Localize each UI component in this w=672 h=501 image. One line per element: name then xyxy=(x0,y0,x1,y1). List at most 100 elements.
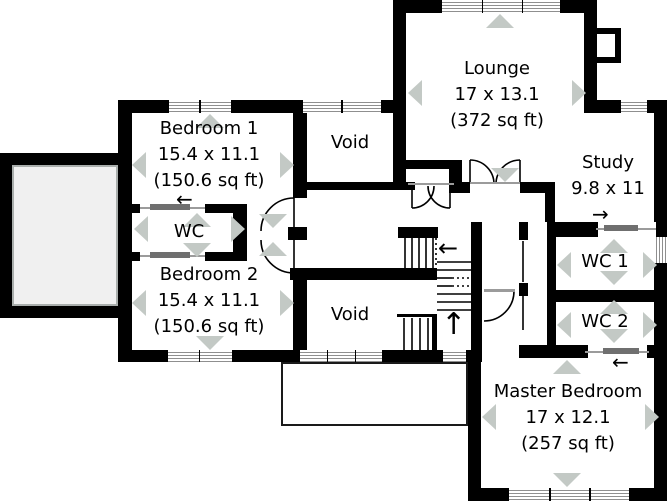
marker-right-triangle[interactable] xyxy=(645,404,659,430)
marker-up-triangle[interactable] xyxy=(600,300,628,314)
sliding-door-rail xyxy=(470,182,520,184)
marker-up-triangle[interactable] xyxy=(486,14,514,28)
window xyxy=(621,100,647,113)
marker-right-triangle[interactable] xyxy=(643,252,657,278)
marker-down-triangle[interactable] xyxy=(259,214,287,228)
wall-segment xyxy=(0,153,130,165)
marker-down-triangle[interactable] xyxy=(553,473,581,487)
marker-right-triangle[interactable] xyxy=(280,152,294,178)
room-label-master-bedroom: Master Bedroom 17 x 12.1 (257 sq ft) xyxy=(468,379,668,457)
room-dimensions: 15.4 x 11.1 xyxy=(157,290,261,311)
wall-segment xyxy=(393,13,406,190)
deck-outline xyxy=(281,362,468,426)
marker-left-triangle[interactable] xyxy=(132,152,146,178)
room-label-bedroom-1: Bedroom 1 15.4 x 11.1 (150.6 sq ft) xyxy=(119,116,299,194)
window xyxy=(169,100,199,113)
marker-up-triangle[interactable] xyxy=(259,242,287,256)
wall-segment xyxy=(0,153,12,318)
window xyxy=(443,350,466,362)
room-dimensions: 17 x 13.1 xyxy=(454,84,540,105)
room-label-void-upper: Void xyxy=(302,130,398,156)
stairs-up-direction-arrow: ↑ xyxy=(441,307,467,342)
window xyxy=(200,350,232,362)
sliding-door-panel xyxy=(150,252,190,258)
room-label-wc-1: WC 1 xyxy=(558,249,652,275)
door-swing-arc xyxy=(427,185,451,209)
window xyxy=(591,488,629,501)
marker-left-triangle[interactable] xyxy=(557,252,571,278)
marker-down-triangle[interactable] xyxy=(600,329,628,343)
wall-segment xyxy=(519,283,528,296)
marker-up-triangle[interactable] xyxy=(600,239,628,253)
wall-segment xyxy=(449,160,462,182)
window xyxy=(343,100,381,113)
room-area: (150.6 sq ft) xyxy=(153,170,265,191)
wall-segment xyxy=(288,227,307,240)
wall-segment xyxy=(397,314,437,317)
marker-left-triangle[interactable] xyxy=(482,404,496,430)
window xyxy=(509,488,549,501)
marker-right-triangle[interactable] xyxy=(572,80,586,106)
marker-right-triangle[interactable] xyxy=(643,312,657,338)
window xyxy=(303,100,341,113)
wall-segment xyxy=(293,113,307,198)
window xyxy=(551,488,589,501)
sliding-door-rail xyxy=(408,183,454,185)
room-name: Void xyxy=(330,304,370,325)
marker-left-triangle[interactable] xyxy=(132,290,146,316)
marker-left-triangle[interactable] xyxy=(557,312,571,338)
wall-segment xyxy=(545,182,555,222)
room-name: WC 1 xyxy=(581,251,629,272)
room-name: Master Bedroom xyxy=(493,381,643,402)
room-name: Study xyxy=(582,152,634,173)
wall-segment xyxy=(584,13,597,100)
wall-segment xyxy=(293,273,307,350)
window xyxy=(442,0,482,13)
window xyxy=(483,0,522,13)
room-dimensions: 9.8 x 11 xyxy=(571,178,645,199)
marker-up-triangle[interactable] xyxy=(183,213,211,227)
marker-right-triangle[interactable] xyxy=(231,216,245,242)
sliding-door-panel xyxy=(603,348,639,354)
sliding-door-rail xyxy=(484,289,515,292)
marker-left-triangle[interactable] xyxy=(134,216,148,242)
marker-down-triangle[interactable] xyxy=(196,336,224,350)
wall-segment xyxy=(468,352,481,497)
room-label-study: Study 9.8 x 11 xyxy=(550,150,666,202)
marker-left-triangle[interactable] xyxy=(408,80,422,106)
wall-segment xyxy=(293,182,415,190)
room-area: (257 sq ft) xyxy=(521,433,615,454)
marker-down-triangle[interactable] xyxy=(491,168,519,182)
wall-segment xyxy=(471,222,482,352)
room-name: WC 2 xyxy=(581,311,629,332)
wall-segment xyxy=(519,222,528,240)
room-name: Void xyxy=(330,132,370,153)
room-dimensions: 15.4 x 11.1 xyxy=(157,144,261,165)
window xyxy=(300,350,327,362)
door-swing-arc xyxy=(483,290,515,322)
wall-segment xyxy=(520,182,553,193)
sliding-door-panel xyxy=(150,204,190,210)
wall-segment xyxy=(398,227,438,238)
wall-segment xyxy=(449,182,470,193)
window xyxy=(654,237,667,263)
wall-segment xyxy=(118,100,132,362)
room-area: (372 sq ft) xyxy=(450,110,544,131)
marker-down-triangle[interactable] xyxy=(600,271,628,285)
marker-down-triangle[interactable] xyxy=(183,243,211,257)
wc-door-slide-arrow: ← xyxy=(176,187,193,211)
room-name: Lounge xyxy=(463,58,531,79)
room-label-wc-2: WC 2 xyxy=(558,309,652,335)
marker-up-triangle[interactable] xyxy=(553,360,581,374)
wall-segment xyxy=(432,314,437,356)
window xyxy=(328,350,355,362)
marker-up-triangle[interactable] xyxy=(196,114,224,128)
sliding-door-panel xyxy=(604,225,638,231)
marker-right-triangle[interactable] xyxy=(280,290,294,316)
wall-segment xyxy=(0,306,130,318)
room-name: Bedroom 1 xyxy=(159,118,259,139)
door-swing-arc xyxy=(411,185,435,209)
wall-segment xyxy=(547,290,667,302)
